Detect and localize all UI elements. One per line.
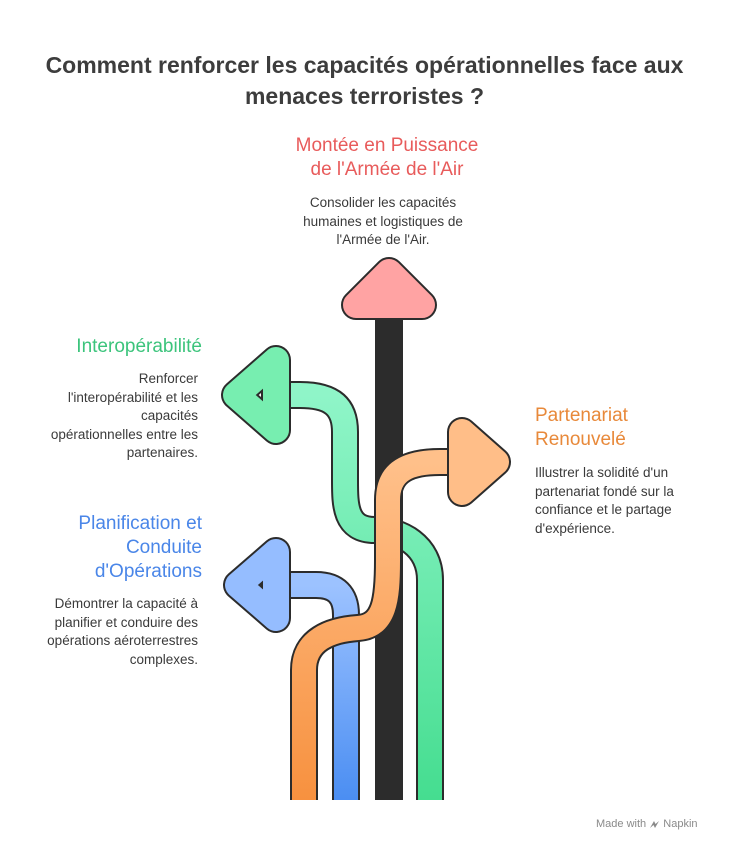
partner-title: Partenariat Renouvelé xyxy=(535,405,628,450)
interop-description: Renforcer l'interopérabilité et les capa… xyxy=(50,371,198,460)
page-title: Comment renforcer les capacités opératio… xyxy=(45,52,684,109)
planning-arrow xyxy=(223,537,360,800)
air-description: Consolider les capacités humaines et log… xyxy=(303,195,463,247)
made-with-credit: Made with Napkin xyxy=(596,818,698,831)
planning-description: Démontrer la capacité à planifier et con… xyxy=(47,596,198,667)
partner-arrow xyxy=(290,417,511,800)
interop-arrow xyxy=(221,345,444,800)
napkin-logo-icon xyxy=(650,820,660,828)
planning-title: Planification et Conduite d'Opérations xyxy=(78,513,202,582)
interop-title: Interopérabilité xyxy=(76,336,202,357)
air-title: Montée en Puissance de l'Armée de l'Air xyxy=(295,135,479,180)
partner-description: Illustrer la solidité d'un partenariat f… xyxy=(535,465,674,536)
